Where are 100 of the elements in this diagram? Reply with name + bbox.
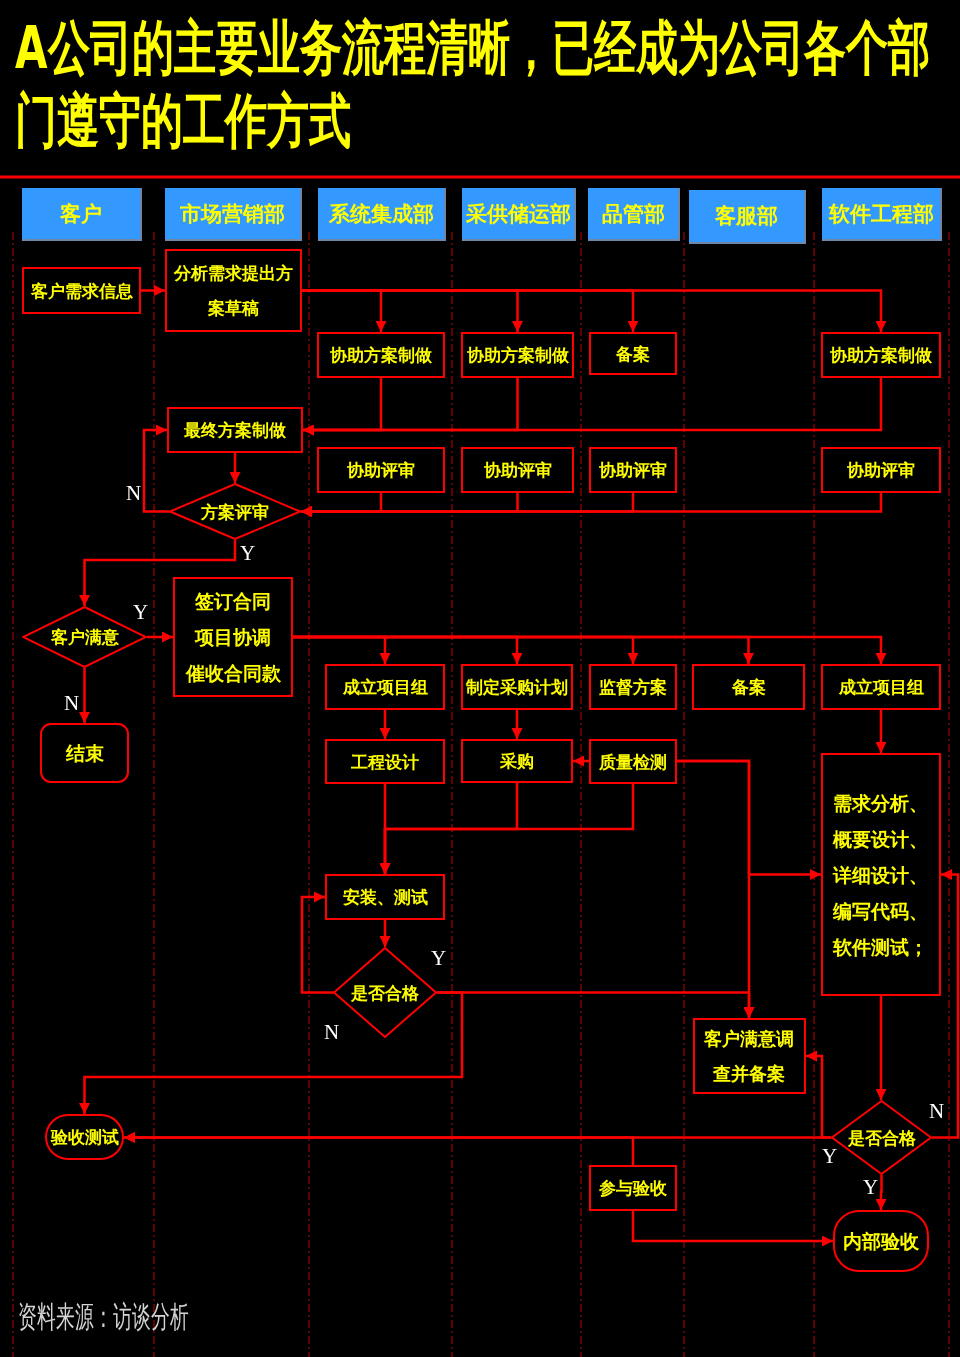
process-box — [325, 739, 445, 784]
step-label: 参与验收 — [599, 1177, 667, 1199]
flow-arrow — [511, 710, 523, 739]
edge-label: Y — [822, 1145, 838, 1167]
process-box — [821, 664, 941, 710]
process-box — [692, 664, 805, 710]
process-box — [461, 332, 574, 378]
flow-arrow — [147, 631, 173, 643]
process-box — [589, 739, 677, 784]
decision-diamond — [169, 483, 301, 540]
step-label: 协助方案制做 — [830, 344, 932, 366]
flow-arrow — [573, 755, 589, 767]
flow-arrow — [300, 891, 333, 994]
edge-label: Y — [240, 542, 256, 564]
step-label: 客户满意调查并备案 — [703, 1027, 796, 1086]
step-label: 成立项目组 — [342, 676, 428, 698]
step-label: 备案 — [731, 676, 766, 698]
step-label: 最终方案制做 — [184, 419, 286, 441]
terminal-box — [833, 1210, 929, 1272]
decision-label: 方案评审 — [201, 500, 269, 523]
process-box — [821, 332, 941, 378]
step-label: 协助方案制做 — [330, 344, 432, 366]
process-box — [461, 739, 573, 783]
process-box — [461, 664, 573, 710]
step-label: 备案 — [616, 342, 650, 365]
step-label: 催收合同款 — [185, 661, 281, 686]
lane-title: 客服部 — [715, 203, 778, 229]
lane-header — [689, 190, 806, 244]
process-box — [589, 1165, 677, 1211]
process-box — [821, 447, 941, 493]
flow-arrow — [875, 996, 887, 1100]
flow-arrow — [229, 453, 241, 483]
flow-arrow — [806, 1050, 831, 1139]
step-label: 项目协调 — [195, 625, 271, 650]
process-box — [317, 447, 445, 493]
process-box — [589, 332, 677, 375]
lane-header — [822, 188, 942, 241]
flow-arrow — [293, 635, 887, 664]
terminal-box — [45, 1114, 124, 1160]
step-label: 安装、测试 — [342, 886, 428, 908]
terminal-box — [40, 723, 129, 783]
flow-arrow — [124, 1132, 635, 1165]
edge-label: Y — [431, 947, 447, 969]
step-label: 工程设计 — [351, 750, 419, 773]
lane-title: 客户 — [60, 200, 102, 227]
lane-title: 系统集成部 — [328, 200, 434, 227]
flow-arrow — [379, 710, 391, 739]
decision-label: 是否合格 — [351, 981, 419, 1004]
lane-header — [462, 188, 576, 241]
step-label: 协助评审 — [599, 459, 667, 481]
step-label: 成立项目组 — [838, 676, 924, 698]
step-label: 制定采购计划 — [466, 676, 568, 698]
step-label: 分析需求提出方案草稿 — [173, 261, 294, 320]
decision-diamond — [22, 606, 147, 668]
edge-label: Y — [133, 601, 149, 623]
step-label: 质量检测 — [599, 750, 667, 773]
step-label: 内部验收 — [843, 1230, 919, 1252]
flow-arrow — [631, 1211, 833, 1247]
flow-arrow — [932, 869, 960, 1139]
edge-label: N — [64, 692, 80, 714]
step-label: 采购 — [500, 750, 534, 772]
edge-label: N — [324, 1021, 340, 1043]
process-box — [325, 664, 445, 710]
process-box — [821, 753, 941, 996]
lane-header — [165, 188, 302, 241]
process-box — [22, 267, 141, 314]
edge-label: N — [126, 482, 142, 504]
lane-title: 品管部 — [601, 200, 665, 227]
flow-arrow — [301, 493, 883, 517]
title: A公司的主要业务流程清晰，已经成为公司各个部门遵守的工作方式 — [15, 12, 931, 157]
lane-title: 采供储运部 — [465, 200, 571, 227]
process-box — [165, 249, 302, 332]
process-box — [589, 447, 677, 493]
flow-arrow — [79, 540, 237, 606]
step-label: 验收测试 — [50, 1126, 119, 1148]
step-label: 协助评审 — [347, 459, 415, 481]
flow-arrow — [79, 991, 464, 1114]
step-label: 结束 — [65, 742, 104, 764]
step-label: 需求分析、概要设计、详细设计、编写代码、软件测试； — [832, 790, 930, 960]
step-label: 签订合同 — [195, 589, 271, 614]
process-box — [589, 664, 677, 710]
lane-header — [22, 188, 142, 241]
flow-arrow — [303, 378, 883, 436]
decision-label: 客户满意 — [50, 626, 119, 648]
step-label: 协助评审 — [483, 459, 552, 481]
process-box — [167, 407, 303, 453]
decision-label: 是否合格 — [847, 1126, 916, 1149]
flow-arrow — [379, 784, 635, 874]
edge-label: N — [929, 1100, 945, 1122]
edge-label: Y — [863, 1176, 879, 1198]
step-label: 监督方案 — [599, 676, 667, 698]
flow-arrow — [79, 668, 90, 723]
lane-header — [588, 188, 680, 241]
process-box — [693, 1018, 806, 1094]
lane-header — [318, 188, 446, 241]
step-label: 协助方案制做 — [466, 344, 569, 366]
step-label: 协助评审 — [847, 459, 915, 481]
flow-arrow — [379, 920, 391, 947]
step-label: 客户需求信息 — [30, 279, 133, 302]
process-box — [325, 874, 445, 920]
